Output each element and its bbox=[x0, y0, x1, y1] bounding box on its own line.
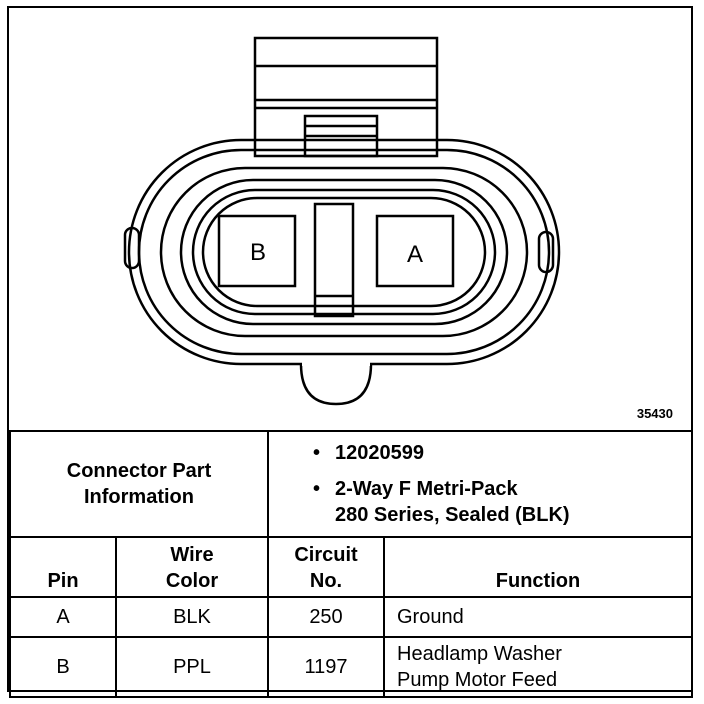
figure-id: 35430 bbox=[636, 406, 673, 421]
table-row: A BLK 250 Ground bbox=[9, 596, 693, 638]
polarizing-bump bbox=[299, 363, 373, 406]
pin-label-b: B bbox=[250, 239, 266, 266]
inner-housing bbox=[159, 166, 529, 338]
cavity-a bbox=[375, 214, 455, 288]
center-key bbox=[313, 202, 355, 318]
bullet-icon: • bbox=[313, 442, 321, 464]
function-cell: Ground bbox=[383, 596, 693, 638]
pin-label-a: A bbox=[407, 241, 423, 268]
header-circuit: Circuit No. bbox=[267, 536, 385, 598]
cavity-b bbox=[217, 214, 297, 288]
circuit-cell: 250 bbox=[267, 596, 385, 638]
wire-color-cell: PPL bbox=[115, 636, 269, 698]
connector-table: Connector Part Information • 12020599 • 2-… bbox=[9, 430, 693, 698]
left-rib bbox=[123, 226, 141, 270]
lock-tab bbox=[253, 36, 439, 158]
connector-diagram: B A bbox=[123, 36, 561, 406]
header-wire-color: Wire Color bbox=[115, 536, 269, 598]
circuit-cell: 1197 bbox=[267, 636, 385, 698]
function-cell: Headlamp Washer Pump Motor Feed bbox=[383, 636, 693, 698]
pin-cell: A bbox=[9, 596, 117, 638]
table-row: B PPL 1197 Headlamp Washer Pump Motor Fe… bbox=[9, 636, 693, 698]
connector-figure: B A 35430 Connector Part Information • 12… bbox=[7, 6, 693, 698]
wire-color-cell: BLK bbox=[115, 596, 269, 638]
header-function: Function bbox=[383, 536, 693, 598]
part-number: 12020599 bbox=[335, 442, 424, 464]
right-rib bbox=[537, 230, 555, 274]
bullet-icon: • bbox=[313, 478, 321, 500]
connector-info-values: • 12020599 • 2-Way F Metri-Pack 280 Series… bbox=[267, 430, 693, 538]
pin-cell: B bbox=[9, 636, 117, 698]
header-pin: Pin bbox=[9, 536, 117, 598]
connector-description: 2-Way F Metri-Pack bbox=[335, 478, 518, 500]
connector-description-2: 280 Series, Sealed (BLK) bbox=[335, 504, 570, 526]
connector-info-label: Connector Part Information bbox=[9, 430, 269, 538]
